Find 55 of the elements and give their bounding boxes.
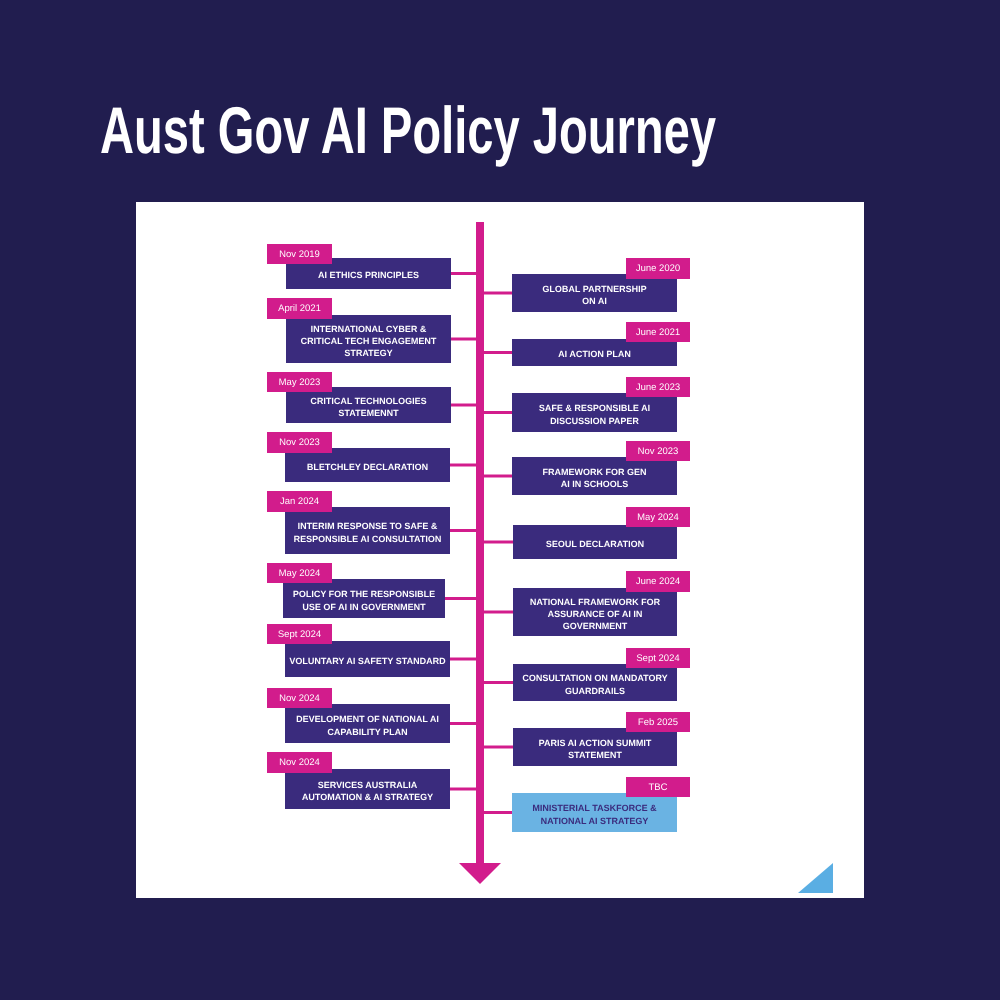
event-box: GLOBAL PARTNERSHIP ON AI (512, 274, 677, 312)
date-tag: June 2021 (626, 322, 690, 342)
branch-line (451, 338, 476, 340)
event-box: NATIONAL FRAMEWORK FOR ASSURANCE OF AI IN GOVERNMENT (513, 588, 677, 636)
event-box: SAFE & RESPONSIBLE AI DISCUSSION PAPER (512, 393, 677, 432)
event-box: VOLUNTARY AI SAFETY STANDARD (285, 641, 450, 677)
date-tag: June 2020 (626, 258, 690, 279)
date-tag: Nov 2024 (267, 688, 332, 708)
branch-line (450, 464, 476, 466)
event-box: MINISTERIAL TASKFORCE & NATIONAL AI STRATEGY (512, 793, 677, 832)
date-tag: May 2024 (267, 563, 332, 583)
branch-line (450, 788, 476, 790)
date-tag: Sept 2024 (267, 624, 332, 644)
date-tag: Nov 2023 (626, 441, 690, 461)
date-tag: Nov 2024 (267, 752, 332, 773)
event-box: INTERIM RESPONSE TO SAFE & RESPONSIBLE AI CONSULTATION (285, 507, 450, 554)
date-tag: May 2023 (267, 372, 332, 392)
branch-line (484, 292, 512, 294)
event-box: POLICY FOR THE RESPONSIBLE USE OF AI IN GOVERNMENT (283, 579, 445, 618)
date-tag: Nov 2023 (267, 432, 332, 453)
event-box: SEOUL DECLARATION (513, 525, 677, 559)
branch-line (450, 658, 476, 660)
event-box: FRAMEWORK FOR GEN AI IN SCHOOLS (512, 457, 677, 495)
date-tag: June 2023 (626, 377, 690, 397)
branch-line (484, 411, 512, 414)
date-tag: June 2024 (626, 571, 690, 592)
branch-line (484, 811, 512, 814)
branch-line (484, 610, 513, 614)
branch-line (450, 722, 476, 725)
event-box: CONSULTATION ON MANDATORY GUARDRAILS (513, 664, 677, 701)
branch-line (445, 597, 476, 600)
branch-line (484, 351, 512, 354)
date-tag: Sept 2024 (626, 648, 690, 668)
branch-line (451, 404, 476, 406)
event-box: SERVICES AUSTRALIA AUTOMATION & AI STRATEGY (285, 769, 450, 809)
branch-line (484, 746, 513, 748)
event-box: CRITICAL TECHNOLOGIES STATEMENNT (286, 387, 451, 423)
event-box: PARIS AI ACTION SUMMIT STATEMENT (513, 728, 677, 766)
event-box: AI ACTION PLAN (512, 339, 677, 366)
date-tag: Feb 2025 (626, 712, 690, 732)
timeline-arrow (459, 222, 501, 884)
date-tag: April 2021 (267, 298, 332, 319)
date-tag: May 2024 (626, 507, 690, 527)
branch-line (450, 529, 476, 532)
branch-line (484, 540, 513, 544)
event-box: AI ETHICS PRINCIPLES (286, 258, 451, 289)
branch-line (484, 681, 513, 684)
event-box: DEVELOPMENT OF NATIONAL AI CAPABILITY PLAN (285, 704, 450, 743)
date-tag: Jan 2024 (267, 491, 332, 512)
date-tag: Nov 2019 (267, 244, 332, 264)
branch-line (451, 272, 476, 275)
event-box: INTERNATIONAL CYBER & CRITICAL TECH ENGAGEMENT STRATEGY (286, 315, 451, 363)
branch-line (484, 474, 512, 478)
date-tag: TBC (626, 777, 690, 797)
event-box: BLETCHLEY DECLARATION (285, 448, 450, 482)
